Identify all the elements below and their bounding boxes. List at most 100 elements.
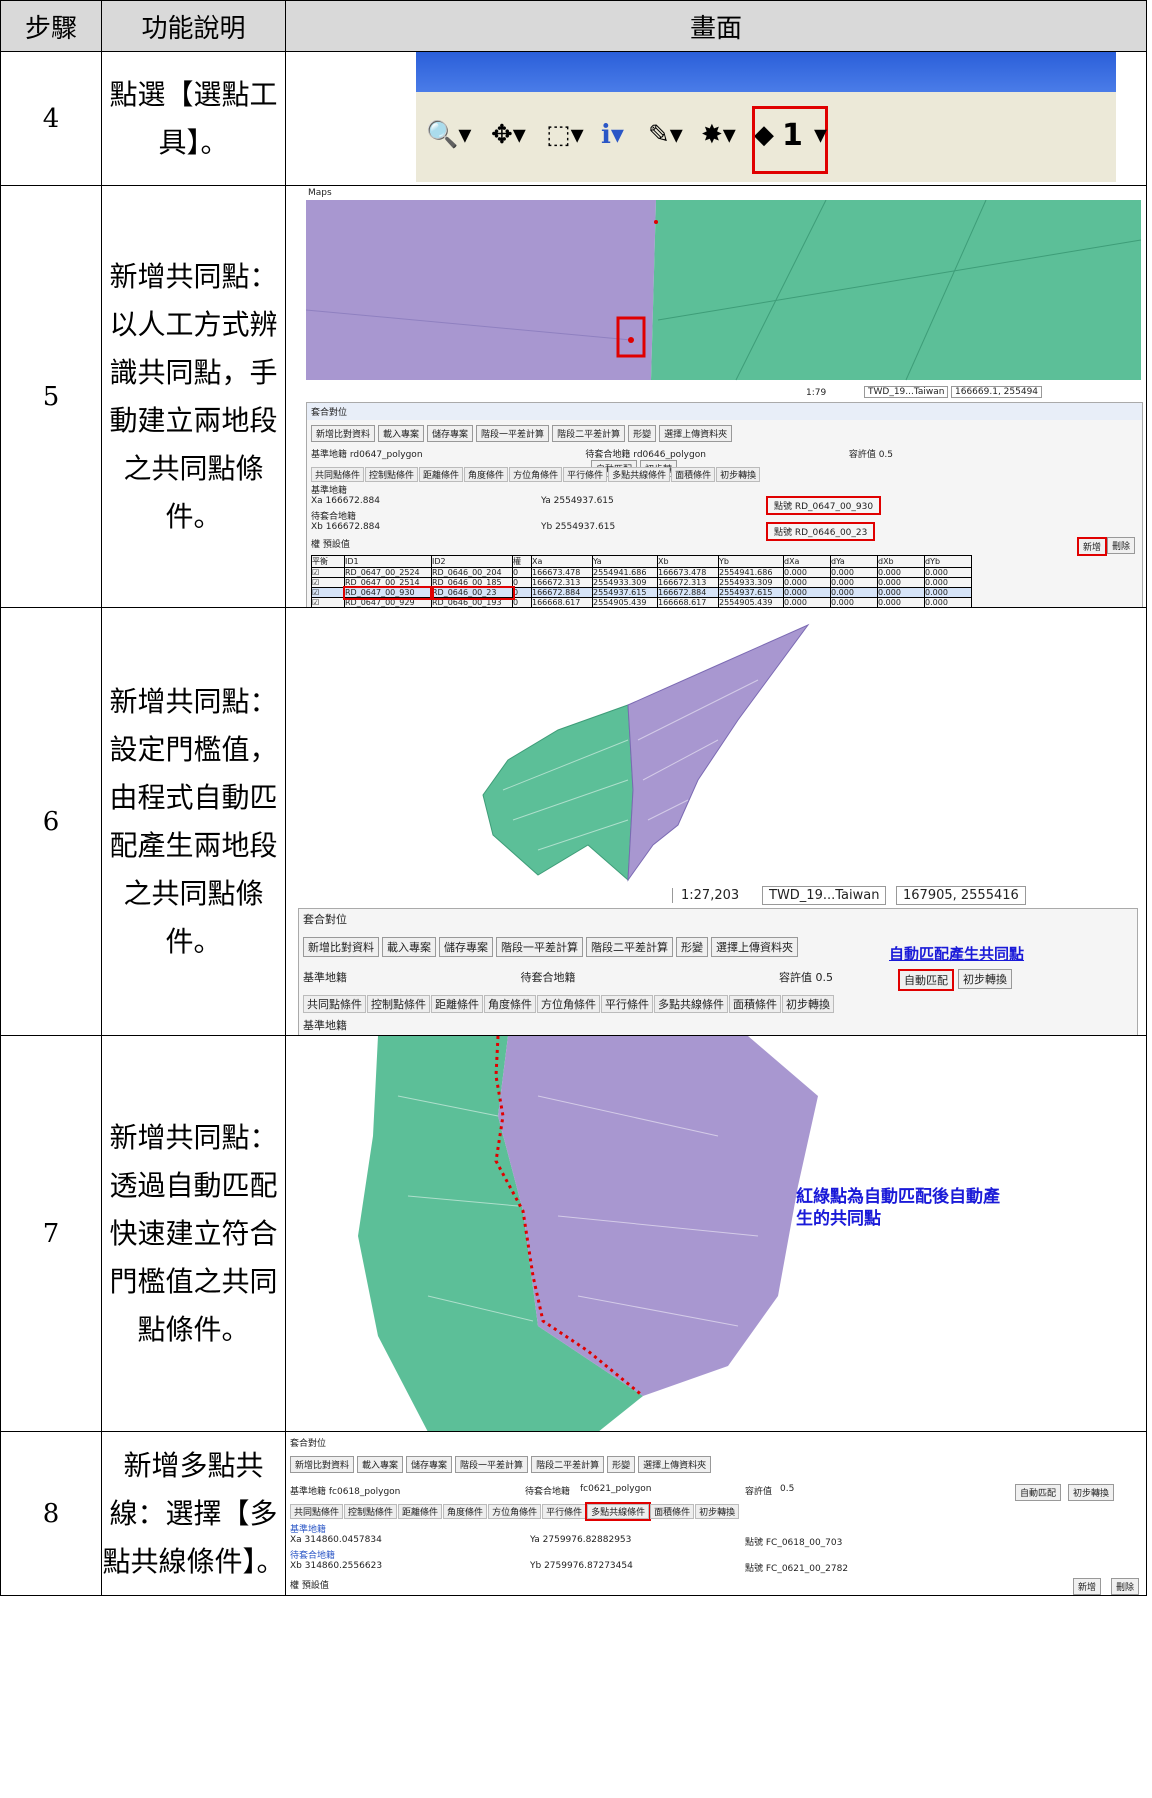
add-compare-button[interactable]: 新增比對資料 (303, 937, 379, 957)
init-transform-button[interactable]: 初步轉換 (958, 969, 1012, 989)
maps-tab[interactable]: Maps (308, 188, 332, 198)
base-select[interactable]: rd0647_polygon (349, 450, 423, 460)
info-icon[interactable]: i▾ (601, 120, 624, 150)
select-rect-icon[interactable]: ⬚▾ (546, 120, 584, 150)
tab-common-point[interactable]: 共同點條件 (303, 995, 366, 1013)
coord-readout: 167905, 2555416 (896, 886, 1026, 905)
add-compare-button[interactable]: 新增比對資料 (311, 425, 376, 442)
xb-value: Xb 314860.2556623 (290, 1561, 383, 1571)
chevron-down-icon[interactable]: ▾ (814, 120, 828, 150)
map-view[interactable] (298, 610, 1133, 885)
stage2-button[interactable]: 階段二平差計算 (552, 425, 626, 442)
zoom-icon[interactable]: 🔍▾ (426, 120, 472, 150)
target-label: 待套合地籍 (525, 1487, 571, 1497)
tab-collinear[interactable]: 多點共線條件 (585, 1502, 652, 1521)
tab-control-point[interactable]: 控制點條件 (365, 467, 419, 482)
delete-button[interactable]: 刪除 (1106, 537, 1135, 554)
tab-azimuth[interactable]: 方位角條件 (509, 467, 563, 482)
tab-common-point[interactable]: 共同點條件 (311, 467, 365, 482)
parcel-green (482, 704, 634, 882)
map-view[interactable] (306, 200, 1141, 386)
layer-select-row: 基準地籍 fc0618_polygon 待套合地籍 fc0621_polygon… (290, 1484, 1142, 1501)
tab-common-point[interactable]: 共同點條件 (290, 1504, 344, 1519)
point-select-tool-label[interactable]: 1 (782, 118, 803, 153)
upload-folder-button[interactable]: 選擇上傳資料夾 (638, 1456, 712, 1473)
tolerance-input[interactable]: 0.5 (780, 1484, 795, 1494)
upload-folder-button[interactable]: 選擇上傳資料夾 (711, 937, 798, 957)
tab-azimuth[interactable]: 方位角條件 (537, 995, 600, 1013)
add-compare-button[interactable]: 新增比對資料 (290, 1456, 355, 1473)
stage2-button[interactable]: 階段二平差計算 (586, 937, 673, 957)
load-project-button[interactable]: 載入專案 (357, 1456, 404, 1473)
auto-match-button[interactable]: 自動匹配 (898, 969, 954, 991)
stage2-button[interactable]: 階段二平差計算 (531, 1456, 605, 1473)
stage1-button[interactable]: 階段一平差計算 (476, 425, 550, 442)
load-project-button[interactable]: 載入專案 (378, 425, 425, 442)
tab-control-point[interactable]: 控制點條件 (344, 1504, 398, 1519)
vertex-point (654, 220, 658, 224)
panel-title: 套合對位 (303, 913, 347, 926)
edit-icon[interactable]: ✎▾ (648, 120, 683, 150)
tolerance-input[interactable]: 0.5 (878, 450, 894, 460)
tab-parallel[interactable]: 平行條件 (563, 467, 608, 482)
weight-select[interactable]: 權 預設值 (290, 1581, 329, 1591)
save-project-button[interactable]: 儲存專案 (427, 425, 474, 442)
deform-button[interactable]: 形變 (607, 1456, 636, 1473)
tab-angle[interactable]: 角度條件 (443, 1504, 488, 1519)
tab-control-point[interactable]: 控制點條件 (367, 995, 430, 1013)
deform-button[interactable]: 形變 (628, 425, 657, 442)
tab-distance[interactable]: 距離條件 (419, 467, 464, 482)
tab-collinear[interactable]: 多點共線條件 (608, 467, 671, 482)
paint-icon[interactable]: ◆ (754, 120, 774, 150)
tab-area[interactable]: 面積條件 (671, 467, 716, 482)
delete-button[interactable]: 刪除 (1110, 1578, 1139, 1595)
load-project-button[interactable]: 載入專案 (382, 937, 436, 957)
tab-parallel[interactable]: 平行條件 (601, 995, 653, 1013)
auto-match-button[interactable]: 自動匹配 (1015, 1484, 1062, 1501)
target-sub-label: 待套合地籍 (311, 512, 357, 522)
target-sub-label: 待套合地籍 (290, 1551, 336, 1561)
tolerance-input[interactable]: 0.5 (815, 971, 834, 984)
tab-parallel[interactable]: 平行條件 (542, 1504, 587, 1519)
pan-icon[interactable]: ✥▾ (491, 120, 526, 150)
save-project-button[interactable]: 儲存專案 (406, 1456, 453, 1473)
tab-initial[interactable]: 初步轉換 (716, 467, 761, 482)
tab-distance[interactable]: 距離條件 (398, 1504, 443, 1519)
base-select[interactable]: fc0618_polygon (328, 1487, 401, 1497)
header-screen: 畫面 (285, 0, 1147, 52)
tab-distance[interactable]: 距離條件 (431, 995, 483, 1013)
upload-folder-button[interactable]: 選擇上傳資料夾 (659, 425, 733, 442)
stage1-button[interactable]: 階段一平差計算 (496, 937, 583, 957)
add-button[interactable]: 新增 (1076, 537, 1107, 556)
tab-initial[interactable]: 初步轉換 (782, 995, 834, 1013)
tab-angle[interactable]: 角度條件 (464, 467, 509, 482)
tab-collinear[interactable]: 多點共線條件 (654, 995, 728, 1013)
tab-area[interactable]: 面積條件 (650, 1504, 695, 1519)
overlay-panel: 套合對位 新增比對資料載入專案儲存專案階段一平差計算階段二平差計算形變選擇上傳資… (306, 402, 1143, 607)
parcel-purple (498, 1036, 818, 1396)
add-button[interactable]: 新增 (1072, 1578, 1101, 1595)
screenshot-step-6: 1:27,203 TWD_19...Taiwan 167905, 2555416… (285, 607, 1147, 1036)
scale-readout: 1:79 (806, 388, 827, 398)
header-step: 步驟 (0, 0, 102, 52)
ya-value: Ya 2759976.82882953 (530, 1535, 632, 1545)
tab-angle[interactable]: 角度條件 (484, 995, 536, 1013)
tab-azimuth[interactable]: 方位角條件 (488, 1504, 542, 1519)
save-project-button[interactable]: 儲存專案 (439, 937, 493, 957)
target-select[interactable]: rd0646_polygon (633, 450, 706, 460)
tab-area[interactable]: 面積條件 (729, 995, 781, 1013)
weight-select[interactable]: 權 預設值 (311, 540, 350, 550)
weight-row: 權 預設值 新增 刪除 (290, 1578, 1142, 1595)
add-feature-icon[interactable]: ✸▾ (701, 120, 736, 150)
deform-button[interactable]: 形變 (676, 937, 708, 957)
init-transform-button[interactable]: 初步轉換 (1068, 1484, 1115, 1501)
stage1-button[interactable]: 階段一平差計算 (455, 1456, 529, 1473)
target-select[interactable]: fc0621_polygon (580, 1484, 652, 1494)
point-a-id: 點號 RD_0647_00_930 (766, 496, 882, 515)
map-view[interactable] (298, 1036, 1058, 1432)
tab-initial[interactable]: 初步轉換 (695, 1504, 740, 1519)
